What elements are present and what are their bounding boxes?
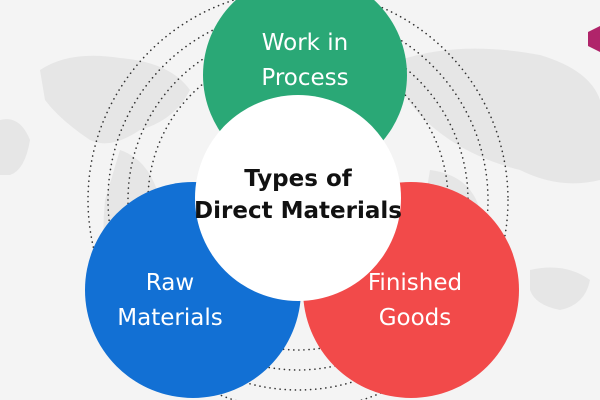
dotted-ring — [87, 0, 509, 400]
node-finished-goods: Finished Goods — [340, 266, 490, 336]
center-title-line2: Direct Materials — [194, 198, 402, 224]
node-work-in-process-line2: Process — [261, 65, 349, 91]
circle-center — [195, 95, 401, 301]
node-raw-materials-line1: Raw — [145, 270, 195, 296]
node-work-in-process: Work in Process — [230, 26, 380, 96]
brand-logo-icon — [588, 26, 600, 52]
center-title: Types of Direct Materials — [190, 163, 406, 227]
node-work-in-process-line1: Work in — [261, 30, 349, 56]
center-title-line1: Types of — [244, 166, 352, 192]
node-raw-materials-line2: Materials — [117, 305, 223, 331]
node-raw-materials: Raw Materials — [95, 266, 245, 336]
dotted-ring — [107, 9, 489, 391]
node-finished-goods-line1: Finished — [367, 270, 463, 296]
node-finished-goods-line2: Goods — [378, 305, 452, 331]
